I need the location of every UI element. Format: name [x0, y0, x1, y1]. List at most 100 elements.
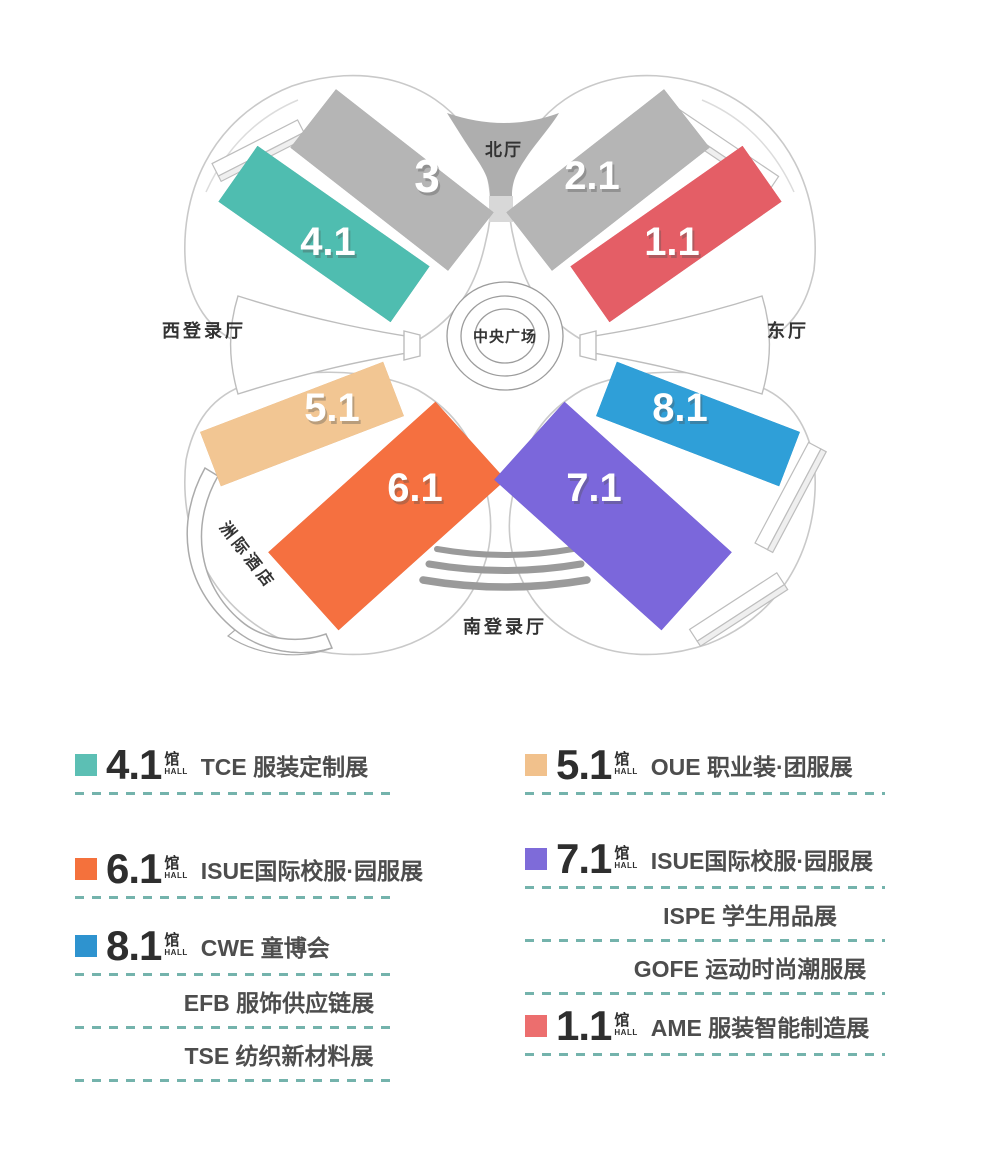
corridors [229, 295, 771, 395]
hall-3-label: 3 [416, 153, 442, 205]
legend-suffix-cn: 馆 [614, 751, 630, 768]
west-hall-label: 西登录厅 [162, 320, 246, 341]
legend-dashed-divider [525, 792, 885, 795]
legend-dashed-divider [525, 1053, 885, 1056]
south-ramps [419, 546, 591, 591]
hall-5.1: 5.15.1 [200, 361, 404, 502]
hall-6.1-label: 6.1 [389, 469, 445, 513]
legend-suffix-cn: 馆 [164, 751, 180, 768]
legend-color-swatch [75, 858, 97, 880]
south-hall-label: 南登录厅 [463, 616, 547, 637]
legend-hall-number: 5.1 [556, 741, 612, 788]
hall-7.1-label: 7.1 [568, 469, 624, 513]
legend-suffix-cn: 馆 [614, 1012, 630, 1029]
hall-6.1: 6.16.1 [268, 401, 506, 648]
north-hall-label: 北厅 [485, 141, 523, 160]
legend-hall-number: 4.1 [106, 741, 162, 788]
legend-dashed-divider [75, 1079, 393, 1082]
east-hall-label: 东厅 [767, 320, 809, 341]
legend-dashed-divider [75, 973, 393, 976]
hall-4.1-label: 4.1 [302, 223, 358, 267]
legend-color-swatch [75, 754, 97, 776]
hall-7.1-top [494, 401, 732, 631]
legend-exhibition-name: TCE 服装定制展 [200, 754, 369, 780]
hall-2.1-label: 2.1 [566, 157, 622, 201]
decor-arcs [205, 99, 795, 193]
legend-exhibition-name: AME 服装智能制造展 [650, 1015, 870, 1041]
hall-2.1-label: 2.1 [564, 154, 620, 198]
hall-7.1-label: 7.1 [566, 466, 622, 510]
north-hall: 北厅 [447, 113, 559, 222]
hall-5.1-label: 5.1 [304, 386, 360, 430]
hall-1.1-label: 1.1 [644, 220, 700, 264]
east-corridor [587, 295, 771, 395]
legend-color-swatch [525, 848, 547, 870]
hall-4.1-top [218, 145, 430, 323]
hall-8.1-label: 8.1 [652, 386, 708, 430]
hall-8.1-top [596, 361, 800, 487]
hall-5.1-top [200, 361, 404, 487]
legend-exhibition-subline: TSE 纺织新材料展 [184, 1043, 374, 1069]
hall-3-label: 3 [414, 150, 440, 202]
legend-dashed-divider [525, 939, 885, 942]
legend-exhibition-name: ISUE国际校服·园服展 [650, 848, 874, 874]
legend-exhibition-name: OUE 职业装·团服展 [650, 754, 853, 780]
west-corridor-lip [403, 330, 421, 361]
hall-4.1-label: 4.1 [300, 220, 356, 264]
hall-3-top [290, 89, 494, 271]
legend-color-swatch [525, 1015, 547, 1037]
legend-suffix-en: HALL [164, 948, 188, 957]
legend-exhibition-subline: ISPE 学生用品展 [663, 903, 837, 929]
legend-dashed-divider [75, 792, 393, 795]
legend-hall-number: 1.1 [556, 1002, 612, 1049]
legend-suffix-en: HALL [164, 767, 188, 776]
legend-suffix-cn: 馆 [614, 845, 630, 862]
legend-color-swatch [525, 754, 547, 776]
hall-2.1: 2.12.1 [506, 89, 710, 286]
legend-suffix-en: HALL [614, 767, 638, 776]
legend-exhibition-subline: EFB 服饰供应链展 [183, 990, 375, 1016]
legend-exhibition-name: ISUE国际校服·园服展 [200, 858, 424, 884]
west-corridor [229, 295, 413, 395]
legend-hall-number: 7.1 [556, 835, 612, 882]
hall-6.1-top [268, 401, 506, 631]
legend-hall-number: 6.1 [106, 845, 162, 892]
central-plaza: 中央广场 [446, 281, 564, 391]
hall-8.1: 8.18.1 [596, 361, 800, 502]
legend-dashed-divider [525, 886, 885, 889]
legend-dashed-divider [75, 1026, 393, 1029]
hall-8.1-label: 8.1 [654, 389, 710, 433]
legend-dashed-divider [75, 896, 393, 899]
legend-exhibition-name: CWE 童博会 [200, 935, 330, 961]
legend-suffix-en: HALL [614, 1028, 638, 1037]
hall-1.1: 1.11.1 [570, 145, 782, 338]
legend-color-swatch [75, 935, 97, 957]
legend-hall-number: 8.1 [106, 922, 162, 969]
hall-1.1-top [570, 145, 782, 323]
hall-6.1-label: 6.1 [387, 466, 443, 510]
hall-7.1: 7.17.1 [494, 401, 732, 648]
hall-1.1-label: 1.1 [646, 223, 702, 267]
east-corridor-lip [579, 330, 597, 361]
